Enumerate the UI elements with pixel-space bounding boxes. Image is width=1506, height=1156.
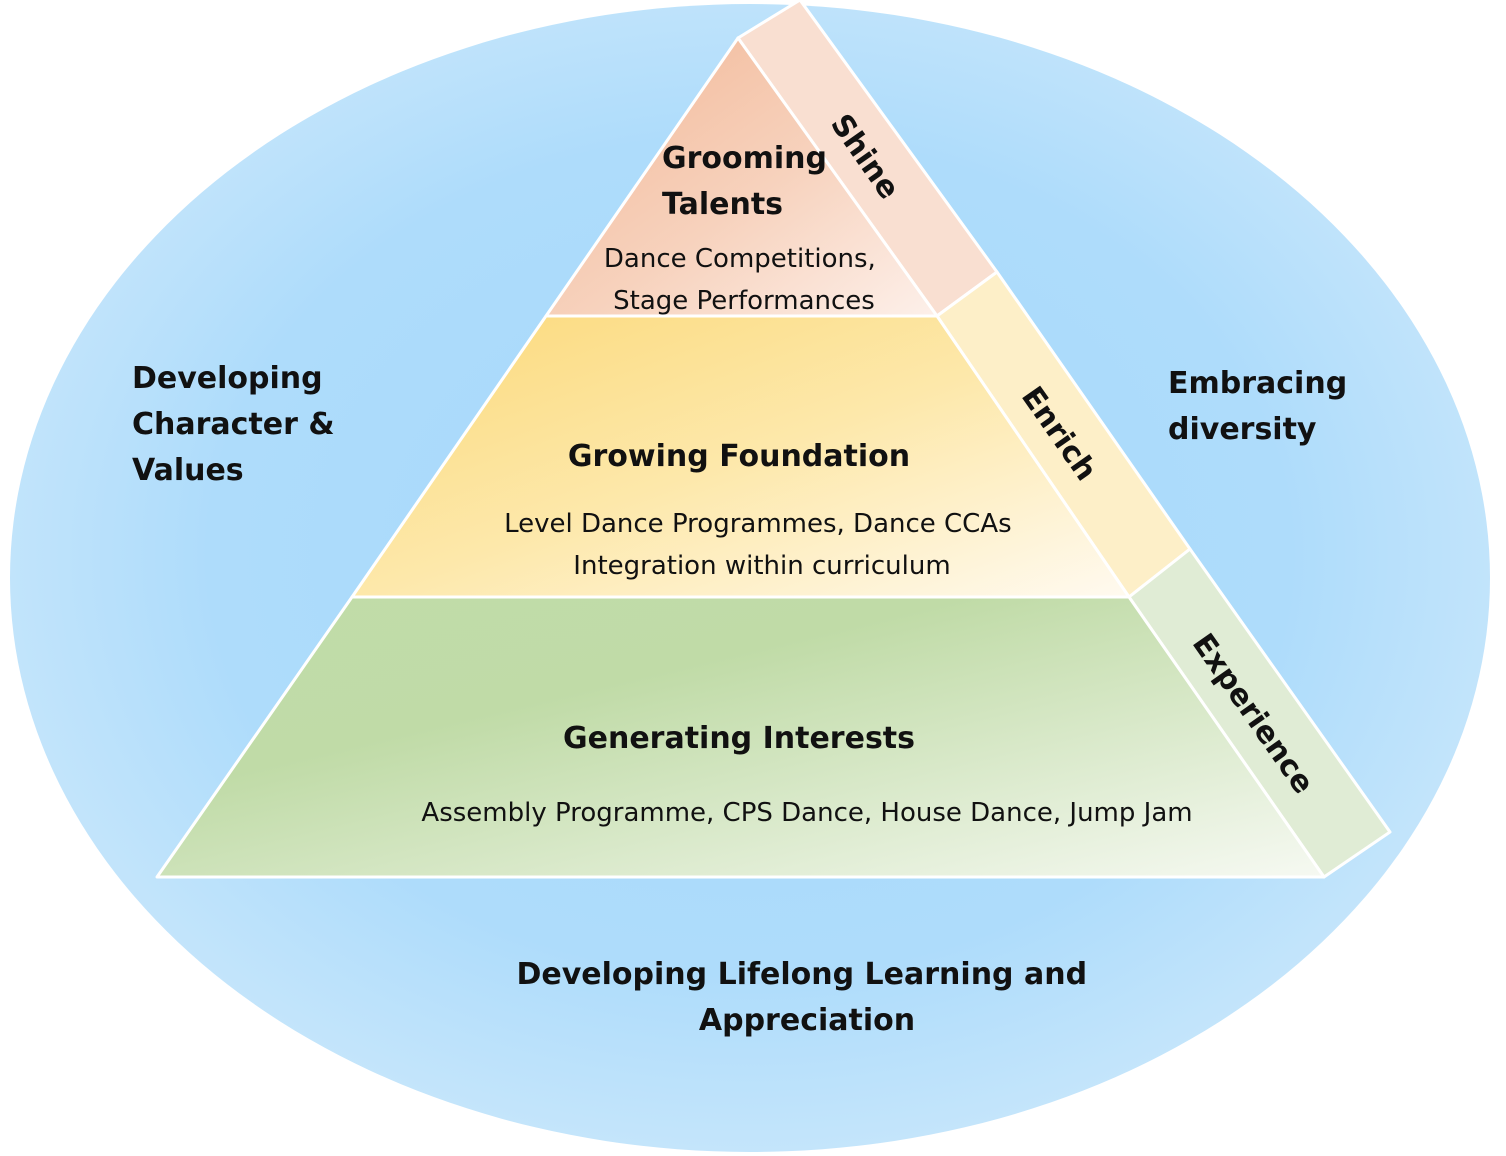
label-embracing-diversity: Embracing diversity xyxy=(1168,366,1358,447)
tier-top-title: Grooming Talents xyxy=(662,141,837,222)
tier-middle-title: Growing Foundation xyxy=(568,439,910,474)
tier-bottom-title: Generating Interests xyxy=(563,721,915,756)
tier-bottom-description: Assembly Programme, CPS Dance, House Dan… xyxy=(421,798,1192,828)
label-character-values: Developing Character & Values xyxy=(132,361,345,488)
tier-bottom xyxy=(155,595,1326,879)
tier-middle-description: Level Dance Programmes, Dance CCAs Integ… xyxy=(504,509,1020,581)
tier-top-description: Dance Competitions, Stage Performances xyxy=(604,244,884,316)
label-lifelong-learning: Developing Lifelong Learning and Appreci… xyxy=(517,957,1098,1038)
